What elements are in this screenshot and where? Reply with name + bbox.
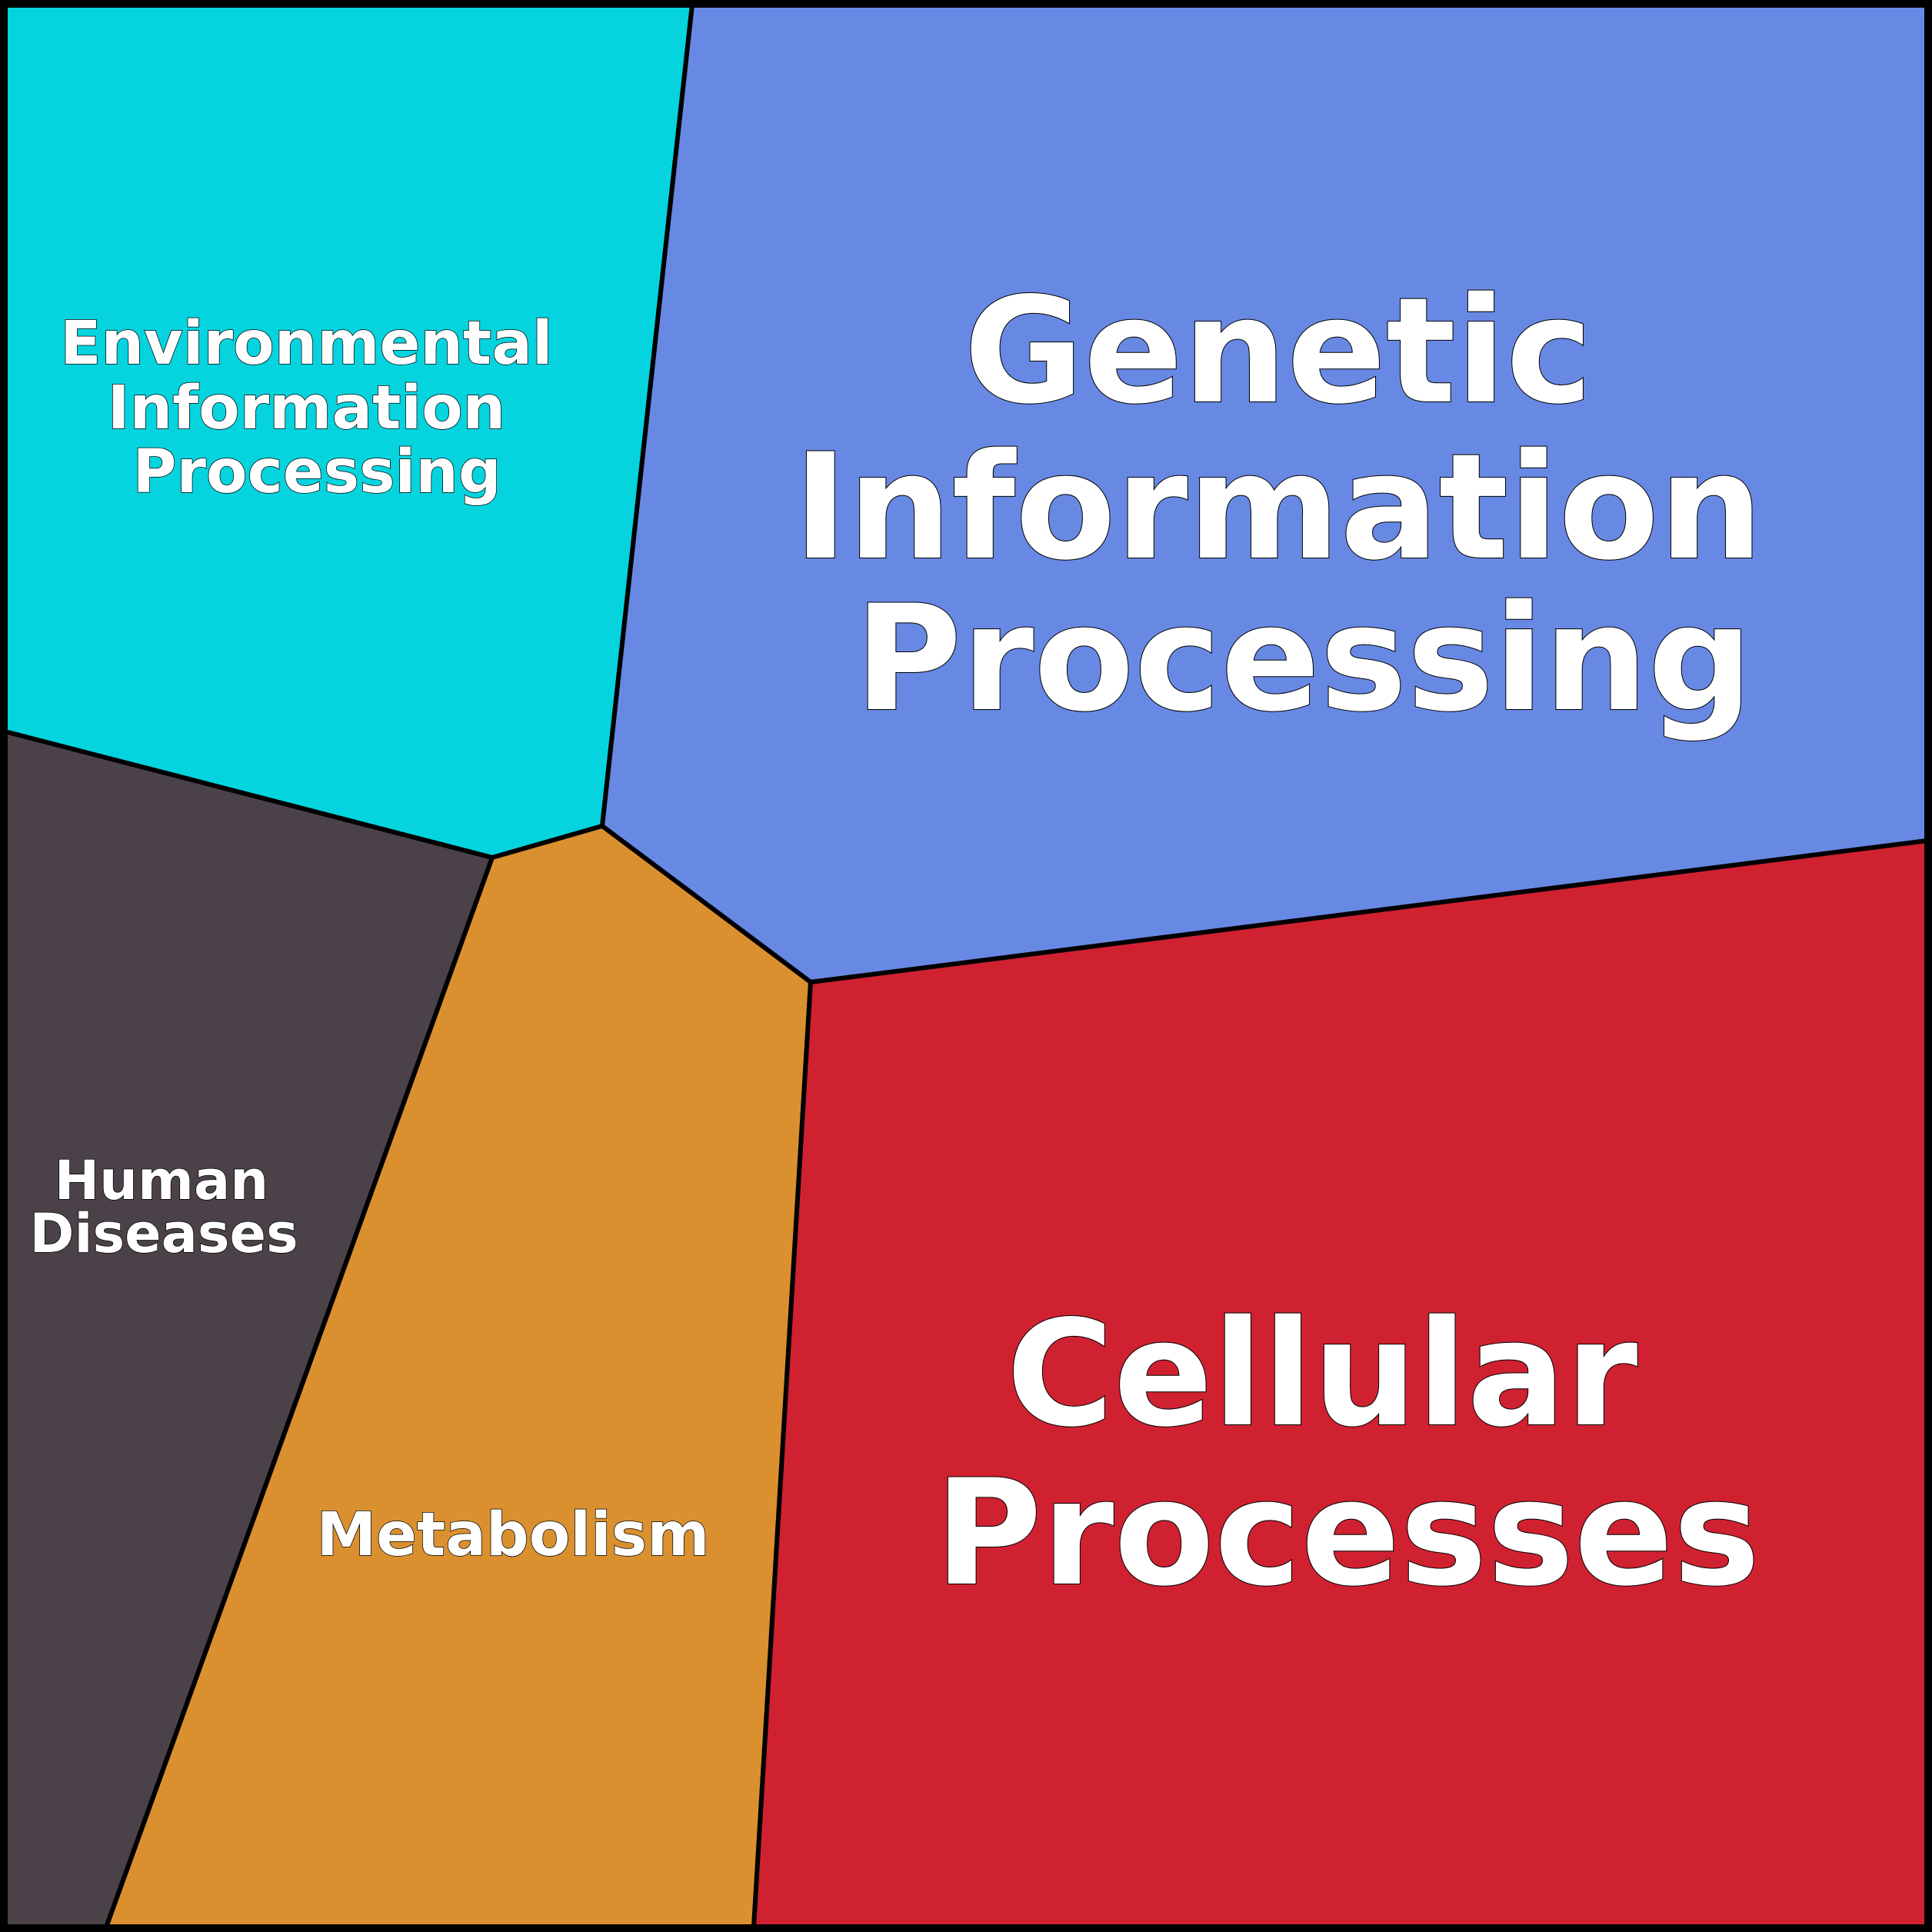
- label-line: Processing: [854, 574, 1753, 744]
- label-cellular-processes: Cellular Processes: [934, 1289, 1760, 1618]
- label-line: Information: [108, 374, 506, 443]
- label-line: Processes: [934, 1448, 1760, 1618]
- label-line: Genetic: [964, 266, 1593, 436]
- label-metabolism: Metabolism: [316, 1501, 709, 1570]
- label-line: Environmental: [60, 309, 552, 378]
- label-line: Information: [794, 422, 1764, 592]
- label-line: Processing: [132, 438, 501, 507]
- label-line: Human: [55, 1149, 268, 1212]
- label-line: Cellular: [1006, 1289, 1637, 1459]
- label-human-diseases: Human Diseases: [29, 1149, 298, 1265]
- label-line: Diseases: [29, 1202, 298, 1265]
- label-environmental-information-processing: Environmental Information Processing: [60, 309, 574, 507]
- label-line: Metabolism: [316, 1501, 709, 1570]
- label-genetic-information-processing: Genetic Information Processing: [794, 266, 1814, 744]
